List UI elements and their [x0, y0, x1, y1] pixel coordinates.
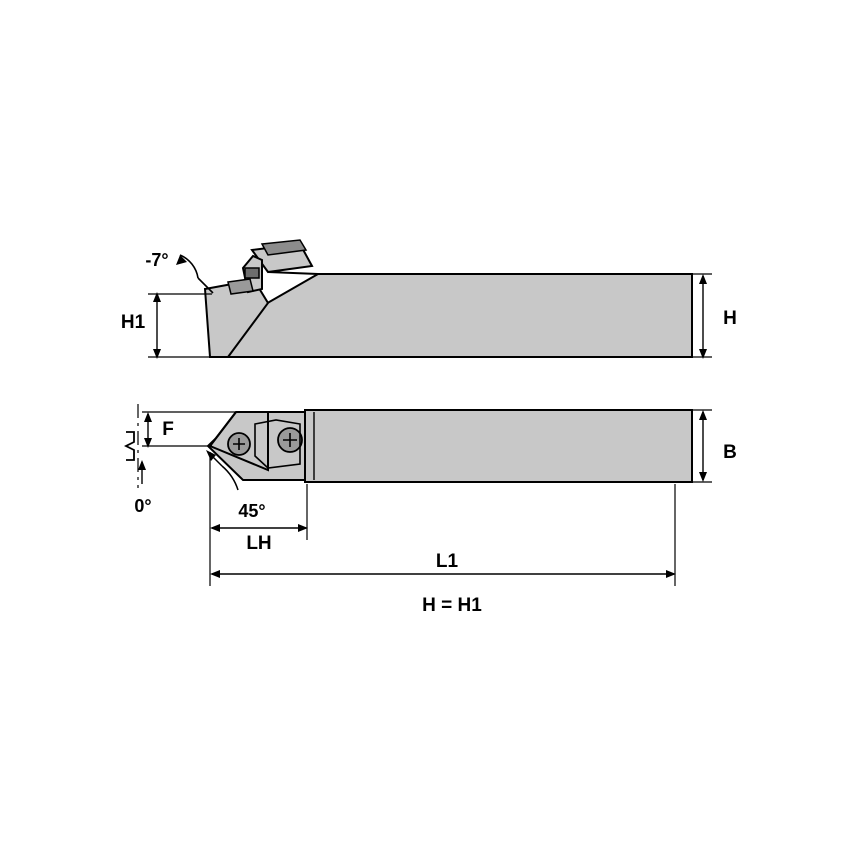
b-label: B: [723, 442, 737, 463]
top-view-screw-1-slot: [233, 438, 245, 450]
l1-arrow-right: [666, 570, 676, 578]
h-arrow-bottom: [699, 349, 707, 359]
approach-angle-arc: [221, 465, 239, 491]
l1-arrow-left: [210, 570, 220, 578]
side-view-insert-top-detail: [260, 239, 308, 256]
approach-angle-arrowhead: [206, 450, 216, 461]
approach-angle-label: 45°: [238, 501, 265, 521]
h-label: H: [723, 308, 737, 329]
f-arrow-bottom: [144, 438, 152, 448]
f-label: F: [162, 419, 174, 440]
lh-label: LH: [246, 533, 271, 554]
h1-arrow-top: [153, 292, 161, 302]
l1-label: L1: [436, 551, 459, 572]
top-view-screw-2-slot: [283, 433, 297, 447]
rake-angle-arrowhead: [176, 255, 187, 265]
zero-angle-label: 0°: [134, 496, 151, 516]
zero-angle-arrowhead: [138, 460, 146, 470]
tip-profile: [123, 431, 135, 461]
side-view-shim: [227, 278, 254, 295]
rake-angle-leader: [197, 277, 214, 294]
top-view-shank-body: [304, 409, 693, 483]
equality-note: H = H1: [422, 595, 482, 616]
lh-arrow-left: [210, 524, 220, 532]
h1-arrow-bottom: [153, 349, 161, 359]
h-arrow-top: [699, 274, 707, 284]
top-view-group: F 0° 45° B LH: [123, 404, 737, 586]
rake-angle-label: -7°: [145, 250, 168, 270]
side-view-clamp-screw: [244, 267, 260, 279]
h1-label: H1: [121, 312, 146, 333]
top-view-clamp: [254, 419, 301, 469]
lh-arrow-right: [298, 524, 308, 532]
b-arrow-top: [699, 410, 707, 420]
side-view-shank-body: [226, 273, 693, 358]
f-arrow-top: [144, 412, 152, 422]
side-view-top-edge-line: [267, 271, 319, 275]
b-arrow-bottom: [699, 472, 707, 482]
side-view-group: -7° H1 H: [121, 239, 737, 359]
top-view-insert-edge: [209, 411, 237, 447]
rake-angle-arc: [179, 254, 199, 279]
